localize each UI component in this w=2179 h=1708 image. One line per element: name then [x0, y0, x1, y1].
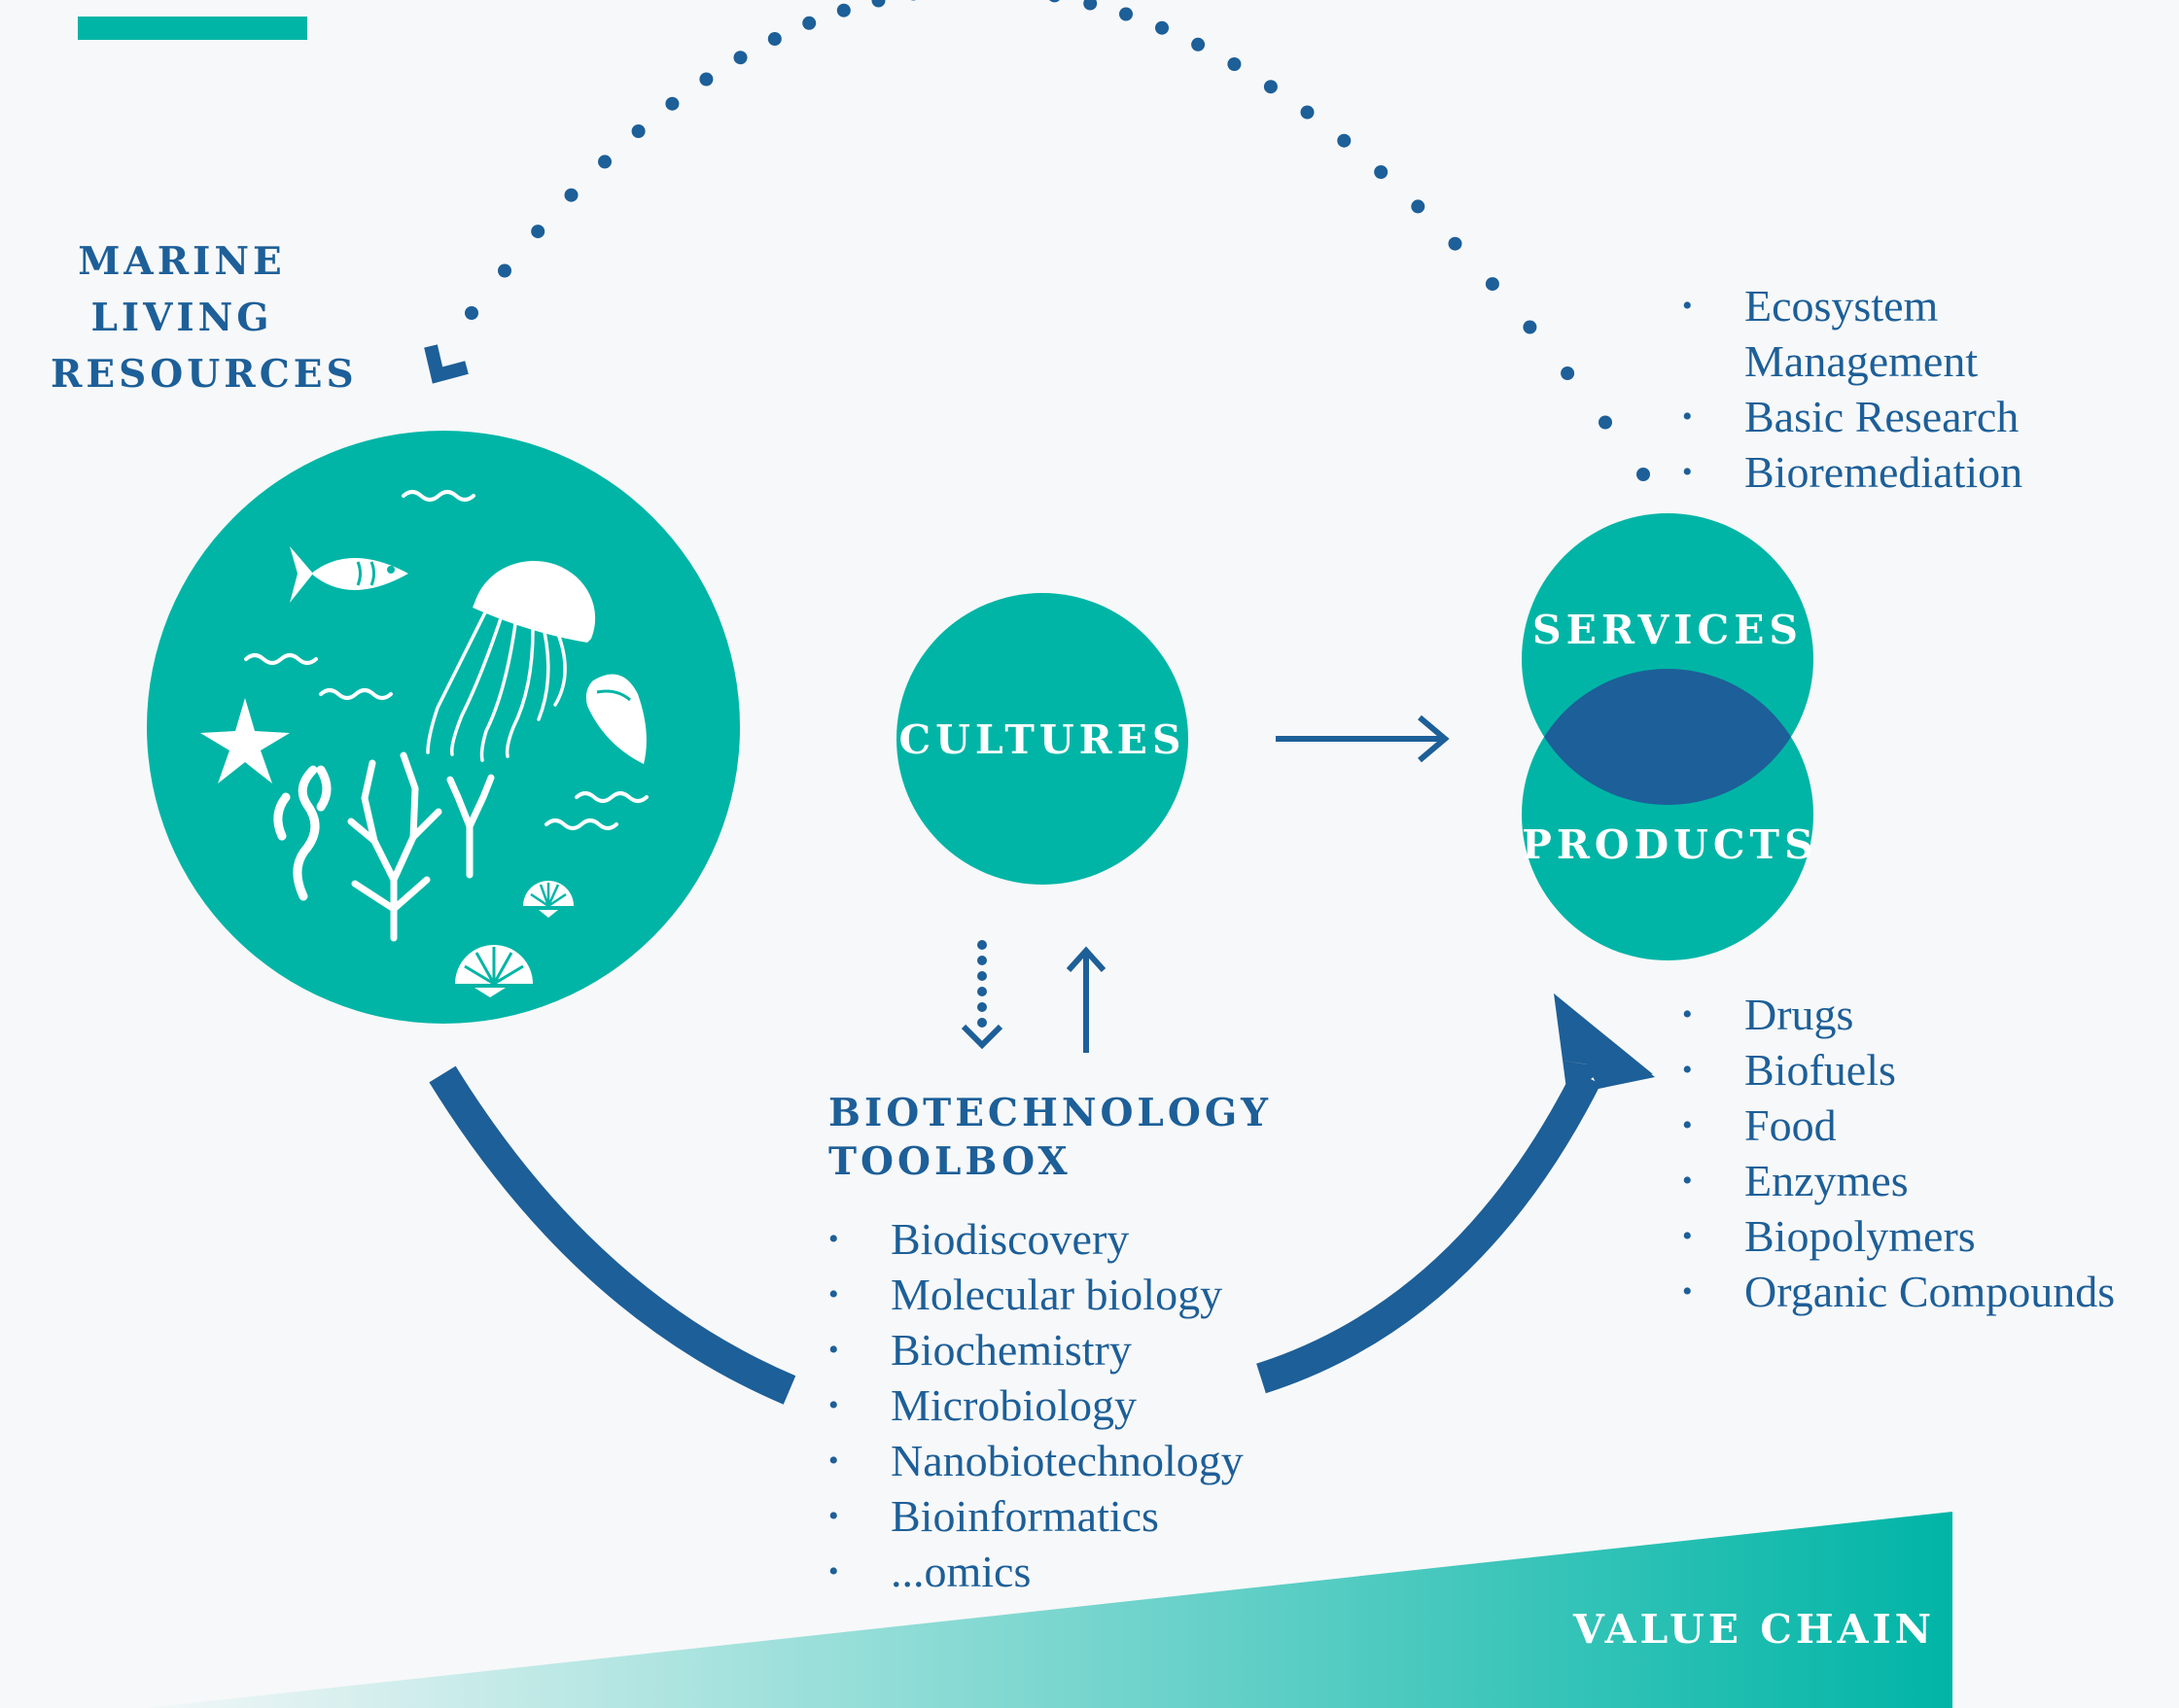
main-flow-curve-arrow-icon — [429, 993, 1655, 1405]
arc-dot — [1448, 236, 1462, 251]
arc-dot — [1049, 0, 1060, 3]
arc-dot — [1599, 415, 1612, 430]
list-item: Enzymes — [1682, 1153, 2115, 1208]
arc-dot — [1191, 37, 1206, 52]
arc-dot — [1636, 468, 1650, 481]
marine-label-line-2: LIVING — [90, 296, 273, 340]
marine-label-line-1: MARINE — [78, 239, 286, 284]
arc-dot — [465, 306, 478, 320]
products-label: PRODUCTS — [1522, 821, 1818, 868]
accent-bar — [78, 17, 307, 40]
down-arrow-dot — [977, 971, 987, 981]
arc-dot — [1411, 199, 1425, 214]
marine-label: MARINE LIVING RESOURCES — [51, 233, 358, 402]
arc-dot — [1561, 366, 1575, 380]
arc-dot — [564, 188, 579, 202]
arc-dot — [733, 51, 748, 65]
list-item: Molecular biology — [828, 1267, 1244, 1322]
dotted-arc-arrowhead-icon — [424, 344, 469, 384]
down-arrow-dot — [977, 956, 987, 965]
coral-icon — [347, 751, 495, 942]
seaweed-icon — [273, 765, 332, 901]
cultures-to-outputs-arrow-icon — [1276, 715, 1450, 763]
toolbox-label-line-2: TOOLBOX — [828, 1139, 1072, 1184]
down-arrowhead-icon — [961, 1024, 1003, 1050]
arc-dot — [1523, 320, 1537, 334]
down-arrow-dot — [977, 1018, 987, 1028]
arc-dot — [531, 225, 545, 239]
marine-circle — [147, 431, 740, 1024]
list-item: Biodiscovery — [828, 1211, 1244, 1267]
down-arrow-dot — [977, 1002, 987, 1012]
services-label: SERVICES — [1532, 607, 1803, 653]
cultures-label: CULTURES — [898, 716, 1186, 763]
arc-dot — [1300, 105, 1315, 120]
arc-dot — [1263, 80, 1278, 94]
list-item: Management — [1744, 336, 1979, 386]
list-item: Basic Research — [1682, 389, 2022, 444]
arc-dot — [1485, 277, 1499, 292]
shell-icon — [585, 674, 647, 764]
arc-dot — [1227, 57, 1242, 71]
arc-dot — [910, 0, 916, 1]
toolbox-dotted-down-arrow-icon — [977, 940, 987, 1028]
list-item: Microbiology — [828, 1377, 1244, 1433]
wave-icon — [244, 490, 649, 830]
marine-label-line-3: RESOURCES — [51, 352, 358, 397]
arc-dot — [631, 124, 646, 138]
services-list: Ecosystem Management Basic Research Bior… — [1682, 278, 2022, 500]
list-item: Organic Compounds — [1682, 1264, 2115, 1319]
list-item: Biopolymers — [1682, 1208, 2115, 1264]
products-list: Drugs Biofuels Food Enzymes Biopolymers … — [1682, 987, 2115, 1319]
down-arrow-dot — [977, 940, 987, 950]
list-item: Nanobiotechnology — [828, 1433, 1244, 1488]
toolbox-up-arrow-icon — [1066, 946, 1107, 1053]
starfish-icon — [200, 698, 290, 784]
arc-dot — [802, 16, 817, 30]
list-item: Biochemistry — [828, 1322, 1244, 1377]
value-chain-label: VALUE CHAIN — [1573, 1606, 1936, 1653]
list-item: Bioremediation — [1682, 444, 2022, 500]
arc-dot — [598, 155, 612, 169]
list-item: Food — [1682, 1098, 2115, 1153]
toolbox-label: BIOTECHNOLOGY TOOLBOX — [828, 1089, 1272, 1186]
toolbox-list: Biodiscovery Molecular biology Biochemis… — [828, 1211, 1244, 1599]
arc-dot — [1155, 20, 1169, 35]
list-item: Bioinformatics — [828, 1488, 1244, 1544]
arc-dot — [1119, 7, 1133, 21]
arc-dot — [1374, 165, 1388, 179]
arc-dot — [871, 0, 886, 8]
list-item: Ecosystem — [1682, 278, 2022, 333]
list-item: Drugs — [1682, 987, 2115, 1042]
list-item: Biofuels — [1682, 1042, 2115, 1098]
arc-dot — [665, 96, 680, 111]
arc-dot — [699, 72, 714, 87]
arc-dot — [767, 32, 782, 46]
list-item: ...omics — [828, 1544, 1244, 1599]
arc-dot — [1083, 0, 1098, 11]
dotted-return-arc — [465, 0, 1650, 481]
cultures-circle — [896, 593, 1188, 885]
scallop-icon — [455, 881, 574, 997]
arc-dot — [498, 263, 511, 278]
down-arrow-dot — [977, 987, 987, 996]
arc-dot — [836, 3, 851, 17]
services-products-overlap — [1522, 669, 1813, 805]
toolbox-label-line-1: BIOTECHNOLOGY — [828, 1091, 1272, 1135]
value-chain-wedge — [146, 1512, 1952, 1708]
fish-icon — [290, 546, 408, 603]
jellyfish-icon — [426, 560, 596, 762]
arc-dot — [1337, 133, 1352, 148]
